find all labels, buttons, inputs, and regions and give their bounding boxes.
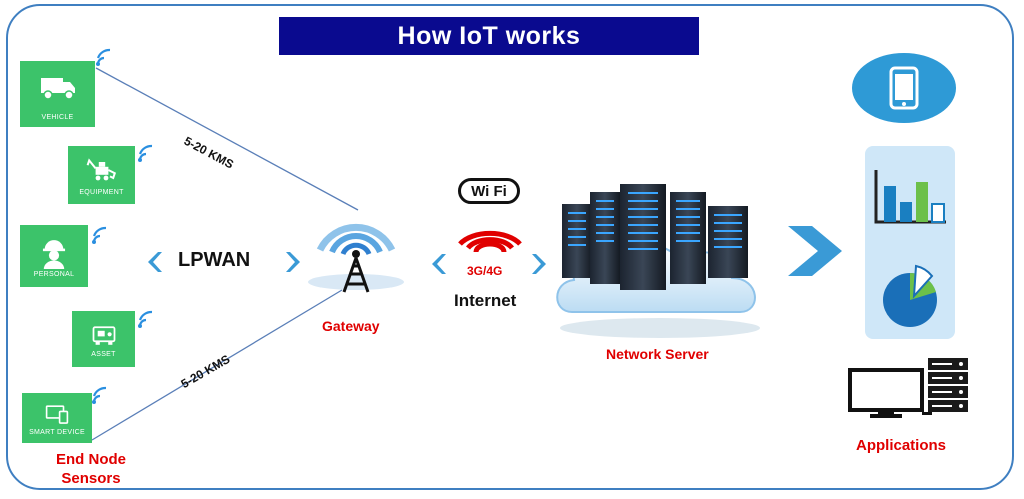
pie-chart-icon bbox=[883, 264, 937, 327]
node-smart-device: SMART DEVICE bbox=[22, 393, 92, 443]
desktop-server-icon bbox=[848, 358, 968, 418]
cellular-signal-icon bbox=[458, 230, 522, 253]
gateway-label: Gateway bbox=[322, 318, 380, 334]
node-asset: ASSET bbox=[72, 311, 135, 367]
wifi-signal-icon bbox=[138, 310, 153, 328]
worker-icon bbox=[42, 239, 66, 269]
link-device-gateway bbox=[91, 289, 343, 441]
lpwan-label: LPWAN bbox=[178, 249, 251, 271]
excavator-icon bbox=[86, 158, 116, 181]
chevron-left-icon bbox=[432, 254, 446, 274]
generator-icon bbox=[92, 325, 115, 345]
arrow-right-icon bbox=[788, 226, 842, 276]
truck-icon bbox=[40, 78, 75, 100]
end-node-sensors-label: End Node Sensors bbox=[56, 450, 126, 488]
end-node-label-line2: Sensors bbox=[61, 470, 121, 487]
chevron-right-icon bbox=[286, 252, 300, 272]
server-rack-icon bbox=[562, 184, 748, 290]
node-caption: EQUIPMENT bbox=[79, 189, 124, 196]
wifi-signal-icon bbox=[96, 48, 111, 66]
cellular-label: 3G/4G bbox=[467, 264, 503, 278]
diagram-title: How IoT works bbox=[279, 17, 699, 55]
node-equipment: EQUIPMENT bbox=[68, 146, 135, 204]
node-caption: SMART DEVICE bbox=[29, 428, 85, 436]
wifi-signal-icon bbox=[138, 144, 153, 162]
wifi-badge: Wi Fi bbox=[458, 178, 520, 204]
chevron-right-icon bbox=[532, 254, 546, 274]
link-vehicle-gateway bbox=[95, 67, 359, 211]
smartphone-icon bbox=[889, 66, 919, 110]
internet-label: Internet bbox=[454, 291, 517, 310]
wifi-signal-icon bbox=[92, 226, 107, 244]
node-caption: ASSET bbox=[91, 350, 116, 358]
cell-tower-icon bbox=[308, 224, 404, 293]
network-server-label: Network Server bbox=[606, 346, 709, 362]
wifi-signal-icon bbox=[92, 386, 107, 404]
node-vehicle: VEHICLE bbox=[20, 61, 95, 127]
node-personal: PERSONAL bbox=[20, 225, 88, 287]
node-caption: PERSONAL bbox=[33, 270, 75, 278]
end-node-label-line1: End Node bbox=[56, 451, 126, 468]
devices-icon bbox=[45, 404, 69, 424]
chevron-left-icon bbox=[148, 252, 162, 272]
applications-label: Applications bbox=[856, 437, 947, 454]
node-caption: VEHICLE bbox=[41, 114, 74, 121]
bar-chart-icon bbox=[874, 170, 946, 224]
